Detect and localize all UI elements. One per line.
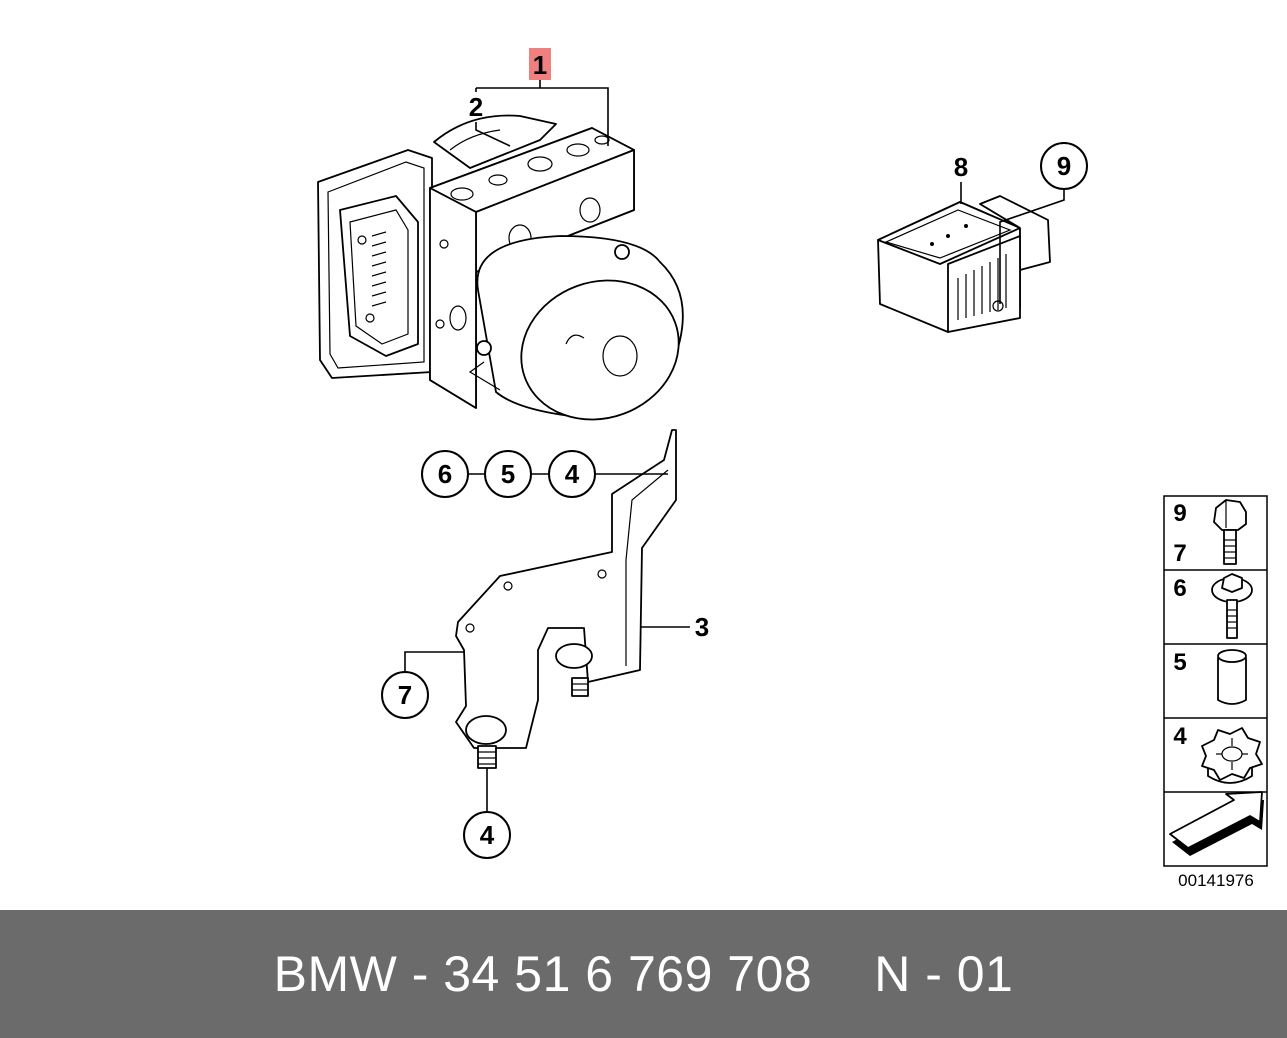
collar-screw-icon bbox=[1211, 573, 1253, 639]
sleeve-icon bbox=[1217, 649, 1247, 705]
callout-1-label: 1 bbox=[533, 50, 547, 80]
legend-label-9: 9 bbox=[1173, 500, 1186, 527]
callout-7-label: 7 bbox=[398, 680, 412, 710]
callout-9-leader bbox=[999, 189, 1065, 304]
callout-5[interactable]: 5 bbox=[484, 450, 532, 498]
callout-8-label[interactable]: 8 bbox=[954, 152, 968, 182]
star-nut-icon bbox=[1201, 727, 1263, 784]
legend-label-5: 5 bbox=[1173, 649, 1186, 676]
callout-2-label[interactable]: 2 bbox=[469, 92, 483, 122]
callout-3-label[interactable]: 3 bbox=[695, 612, 709, 642]
callout-4-top-label: 4 bbox=[565, 459, 580, 489]
callout-6[interactable]: 6 bbox=[421, 450, 469, 498]
fastener-legend: 9 7 6 5 bbox=[1163, 495, 1268, 867]
legend-label-6: 6 bbox=[1173, 575, 1186, 602]
callout-2-leader bbox=[475, 122, 511, 147]
legend-label-7: 7 bbox=[1173, 540, 1186, 567]
callout-1-highlight bbox=[529, 48, 551, 80]
callout-9[interactable]: 9 bbox=[1040, 142, 1088, 190]
callout-7[interactable]: 7 bbox=[381, 671, 429, 719]
hex-bolt-icon bbox=[1213, 499, 1247, 565]
parts-diagram: 1 2 8 9 bbox=[317, 48, 1268, 890]
legend-row-hex-bolt[interactable]: 9 7 bbox=[1173, 499, 1247, 567]
callout-7-leader bbox=[404, 651, 464, 672]
legend-row-star-nut[interactable]: 4 bbox=[1173, 723, 1263, 784]
callout-4-bottom-circle bbox=[463, 811, 511, 859]
callout-4-top[interactable]: 4 bbox=[548, 450, 596, 498]
callout-1-bracket bbox=[475, 80, 609, 146]
callout-9-label: 9 bbox=[1057, 151, 1071, 181]
callout-1[interactable]: 1 bbox=[529, 48, 551, 80]
bracket-drawing bbox=[455, 429, 677, 769]
part-number-text: BMW - 34 51 6 769 708 bbox=[273, 946, 813, 1002]
callout-5-label: 5 bbox=[501, 459, 515, 489]
legend-row-collar-screw[interactable]: 6 bbox=[1173, 573, 1253, 639]
callout-6-label: 6 bbox=[438, 459, 452, 489]
image-number: 00141976 bbox=[1178, 871, 1254, 890]
sensor-drawing bbox=[877, 195, 1051, 333]
hydraulic-unit-drawing bbox=[317, 114, 684, 421]
legend-label-4: 4 bbox=[1173, 723, 1187, 750]
variant-text: N - 01 bbox=[874, 946, 1014, 1002]
direction-arrow-icon bbox=[1169, 791, 1264, 856]
callout-4-bottom[interactable]: 4 bbox=[463, 811, 511, 859]
part-number-footer: BMW - 34 51 6 769 708 N - 01 bbox=[0, 910, 1287, 1038]
callout-4-bottom-label: 4 bbox=[480, 820, 495, 850]
callout-7-circle bbox=[381, 671, 429, 719]
legend-row-sleeve[interactable]: 5 bbox=[1173, 649, 1247, 705]
